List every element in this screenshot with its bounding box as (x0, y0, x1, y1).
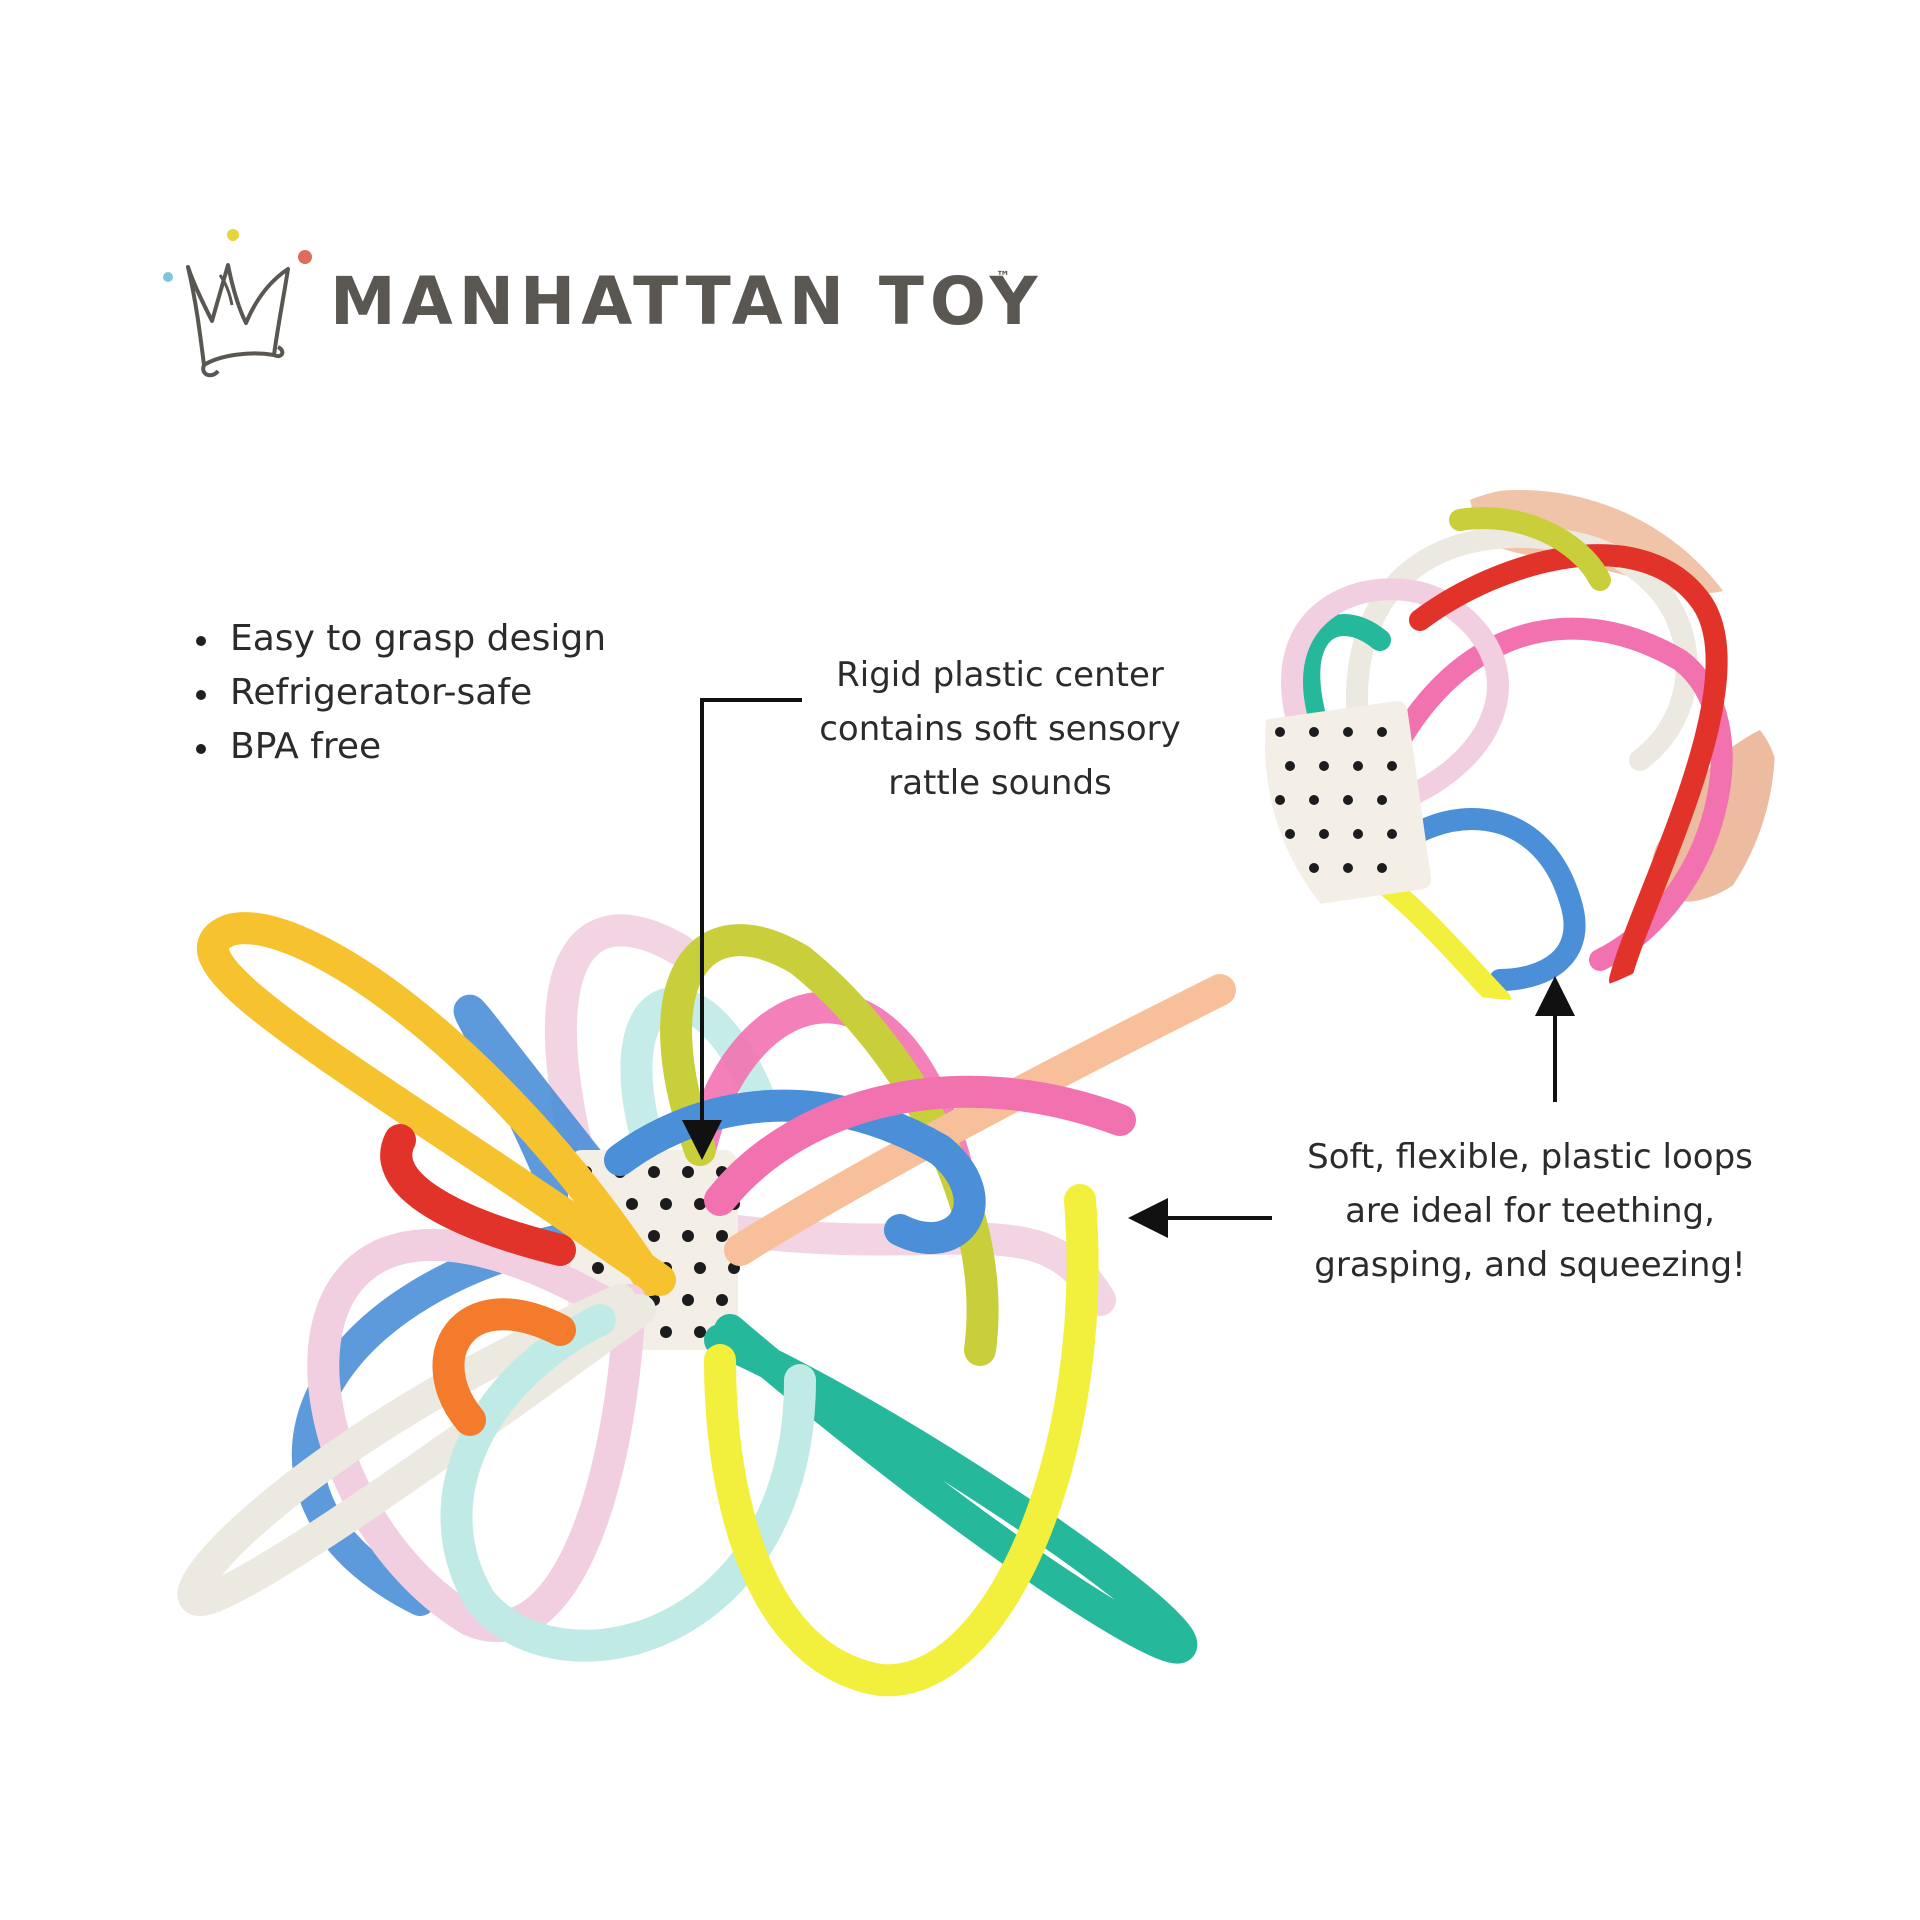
inset-cube-dot (1377, 727, 1387, 737)
trademark: ™ (996, 269, 1010, 285)
cube-dot (660, 1326, 672, 1338)
callout-line: are ideal for teething, (1345, 1191, 1715, 1231)
inset-cube-dot (1309, 727, 1319, 737)
inset-toy-loop (1409, 544, 1728, 991)
feature-item: BPA free (190, 720, 606, 774)
inset-cube-dot (1343, 863, 1353, 873)
feature-text: Refrigerator-safe (230, 672, 533, 713)
cube-dot (694, 1326, 706, 1338)
feature-text: BPA free (230, 726, 382, 767)
callout-line: Soft, flexible, plastic loops (1307, 1137, 1753, 1177)
inset-cube-dot (1343, 727, 1353, 737)
toy-loop (704, 1314, 1197, 1664)
inset-cube-dot (1377, 795, 1387, 805)
callout-line: contains soft sensory (819, 709, 1181, 749)
arrow-to-center (682, 698, 802, 1160)
toy-loop (380, 1124, 576, 1266)
brand-logo: MANHATTAN TOY ™ (160, 225, 1037, 385)
inset-cube-dot (1285, 829, 1295, 839)
cube-dot (716, 1294, 728, 1306)
toy-loop (704, 1184, 1099, 1697)
inset-toy-loop (1369, 808, 1586, 991)
cube-dot (648, 1230, 660, 1242)
inset-cube-dot (1377, 863, 1387, 873)
feature-item: Easy to grasp design (190, 612, 606, 666)
inset-cube-dot (1309, 795, 1319, 805)
cube-dot (682, 1230, 694, 1242)
inset-toy-loop (1369, 617, 1733, 971)
inset-cube-dot (1353, 829, 1363, 839)
brand-name: MANHATTAN TOY (330, 263, 1044, 340)
feature-item: Refrigerator-safe (190, 666, 606, 720)
callout-line: Rigid plastic center (836, 655, 1164, 695)
crown-icon (163, 229, 312, 378)
inset-cube-dot (1353, 761, 1363, 771)
cube-dot (716, 1230, 728, 1242)
inset-cube-dot (1387, 829, 1397, 839)
cube-dot (626, 1198, 638, 1210)
bullet-dot-icon (196, 744, 206, 754)
toy-loop (307, 1229, 646, 1643)
inset-cube-dot (1285, 761, 1295, 771)
inset-toy-loop (1449, 507, 1611, 591)
loops-callout: Soft, flexible, plastic loops are ideal … (1270, 1130, 1790, 1292)
inset-cube-dot (1309, 863, 1319, 873)
inset-cube-dot (1275, 863, 1285, 873)
inset-cube-dot (1387, 761, 1397, 771)
inset-cube-dot (1319, 829, 1329, 839)
bullet-dot-icon (196, 636, 206, 646)
toy-loop (197, 912, 676, 1296)
cube-dot (648, 1166, 660, 1178)
cube-dot (682, 1166, 694, 1178)
inset-cube-dot (1275, 727, 1285, 737)
hand-squeezing-toy-illustration (1265, 490, 1775, 1000)
cube-dot (694, 1198, 706, 1210)
toy-loop (704, 1075, 1136, 1216)
inset-toy-loop (1369, 869, 1511, 1000)
center-callout: Rigid plastic center contains soft senso… (790, 648, 1210, 810)
toy-loop (177, 1284, 656, 1617)
inset-cube-dot (1343, 795, 1353, 805)
callout-arrows (682, 698, 1575, 1238)
cube-dot (682, 1294, 694, 1306)
feature-text: Easy to grasp design (230, 618, 607, 659)
rattle-toy-illustration (177, 912, 1236, 1697)
bullet-dot-icon (196, 690, 206, 700)
feature-list: Easy to grasp design Refrigerator-safe B… (190, 612, 606, 774)
callout-line: grasping, and squeezing! (1314, 1245, 1746, 1285)
inset-cube-dot (1275, 795, 1285, 805)
callout-line: rattle sounds (888, 763, 1112, 803)
cube-dot (592, 1262, 604, 1274)
cube-dot (694, 1262, 706, 1274)
cube-dot (660, 1198, 672, 1210)
toy-loop (432, 1298, 576, 1436)
inset-cube-dot (1319, 761, 1329, 771)
